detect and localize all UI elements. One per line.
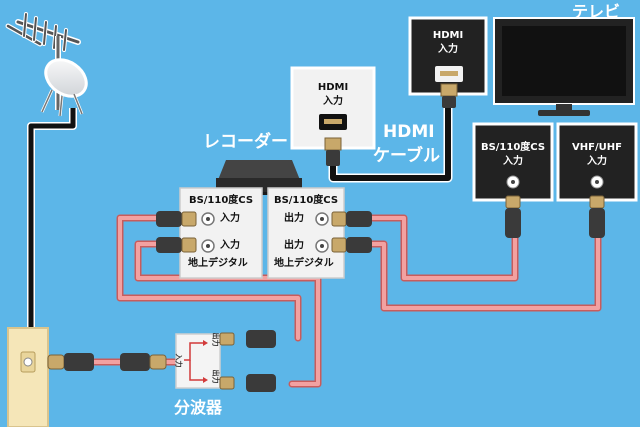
tv-bs-panel-line1: BS/110度CS (480, 142, 546, 153)
recorder-output-row1: 出力 (284, 213, 304, 224)
tv-hdmi-panel-line2: 入力 (438, 44, 458, 55)
recorder-input-title: BS/110度CS (188, 195, 254, 206)
tv-label: テレビ (572, 2, 621, 21)
antenna-cables (44, 214, 602, 388)
tv-hdmi-panel (408, 16, 488, 108)
tv-vhf-panel (556, 122, 638, 238)
bs-dish-icon (40, 58, 88, 117)
recorder-input-row2: 入力 (220, 240, 240, 251)
recorder-hdmi-panel-line1: HDMI (317, 82, 349, 93)
splitter-label: 分波器 (174, 398, 223, 417)
antenna-mast-cable (27, 108, 77, 335)
wall-cable-connectors (47, 353, 167, 371)
tv-bs-panel (472, 122, 554, 238)
recorder-label: レコーダー (203, 132, 288, 152)
tv-icon (493, 17, 635, 116)
splitter-output-bottom-label: 出力 (211, 369, 220, 384)
recorder-output-row2: 出力 (284, 240, 304, 251)
tv-vhf-panel-line2: 入力 (587, 156, 607, 167)
recorder-output-panel (267, 187, 372, 279)
hdmi-cable-label-line2: ケーブル (373, 146, 440, 166)
tv-vhf-panel-line1: VHF/UHF (572, 142, 622, 153)
recorder-input-row1: 入力 (220, 213, 240, 224)
recorder-input-row2-bottom: 地上デジタル (188, 258, 248, 269)
recorder-hdmi-panel-line2: 入力 (323, 96, 343, 107)
tv-hdmi-panel-line1: HDMI (432, 30, 464, 41)
recorder-output-row2-bottom: 地上デジタル (274, 258, 334, 269)
recorder-input-panel (156, 187, 263, 279)
hdmi-cable (328, 106, 453, 183)
splitter-icon (175, 330, 276, 392)
splitter-input-label: 入力 (174, 353, 183, 368)
wall-outlet-icon (7, 327, 49, 427)
tv-bs-panel-line2: 入力 (503, 156, 523, 167)
hdmi-cable-label-line1: HDMI (383, 122, 435, 142)
splitter-output-top-label: 出力 (211, 332, 220, 347)
recorder-hdmi-panel (290, 66, 376, 166)
recorder-output-title: BS/110度CS (273, 195, 339, 206)
